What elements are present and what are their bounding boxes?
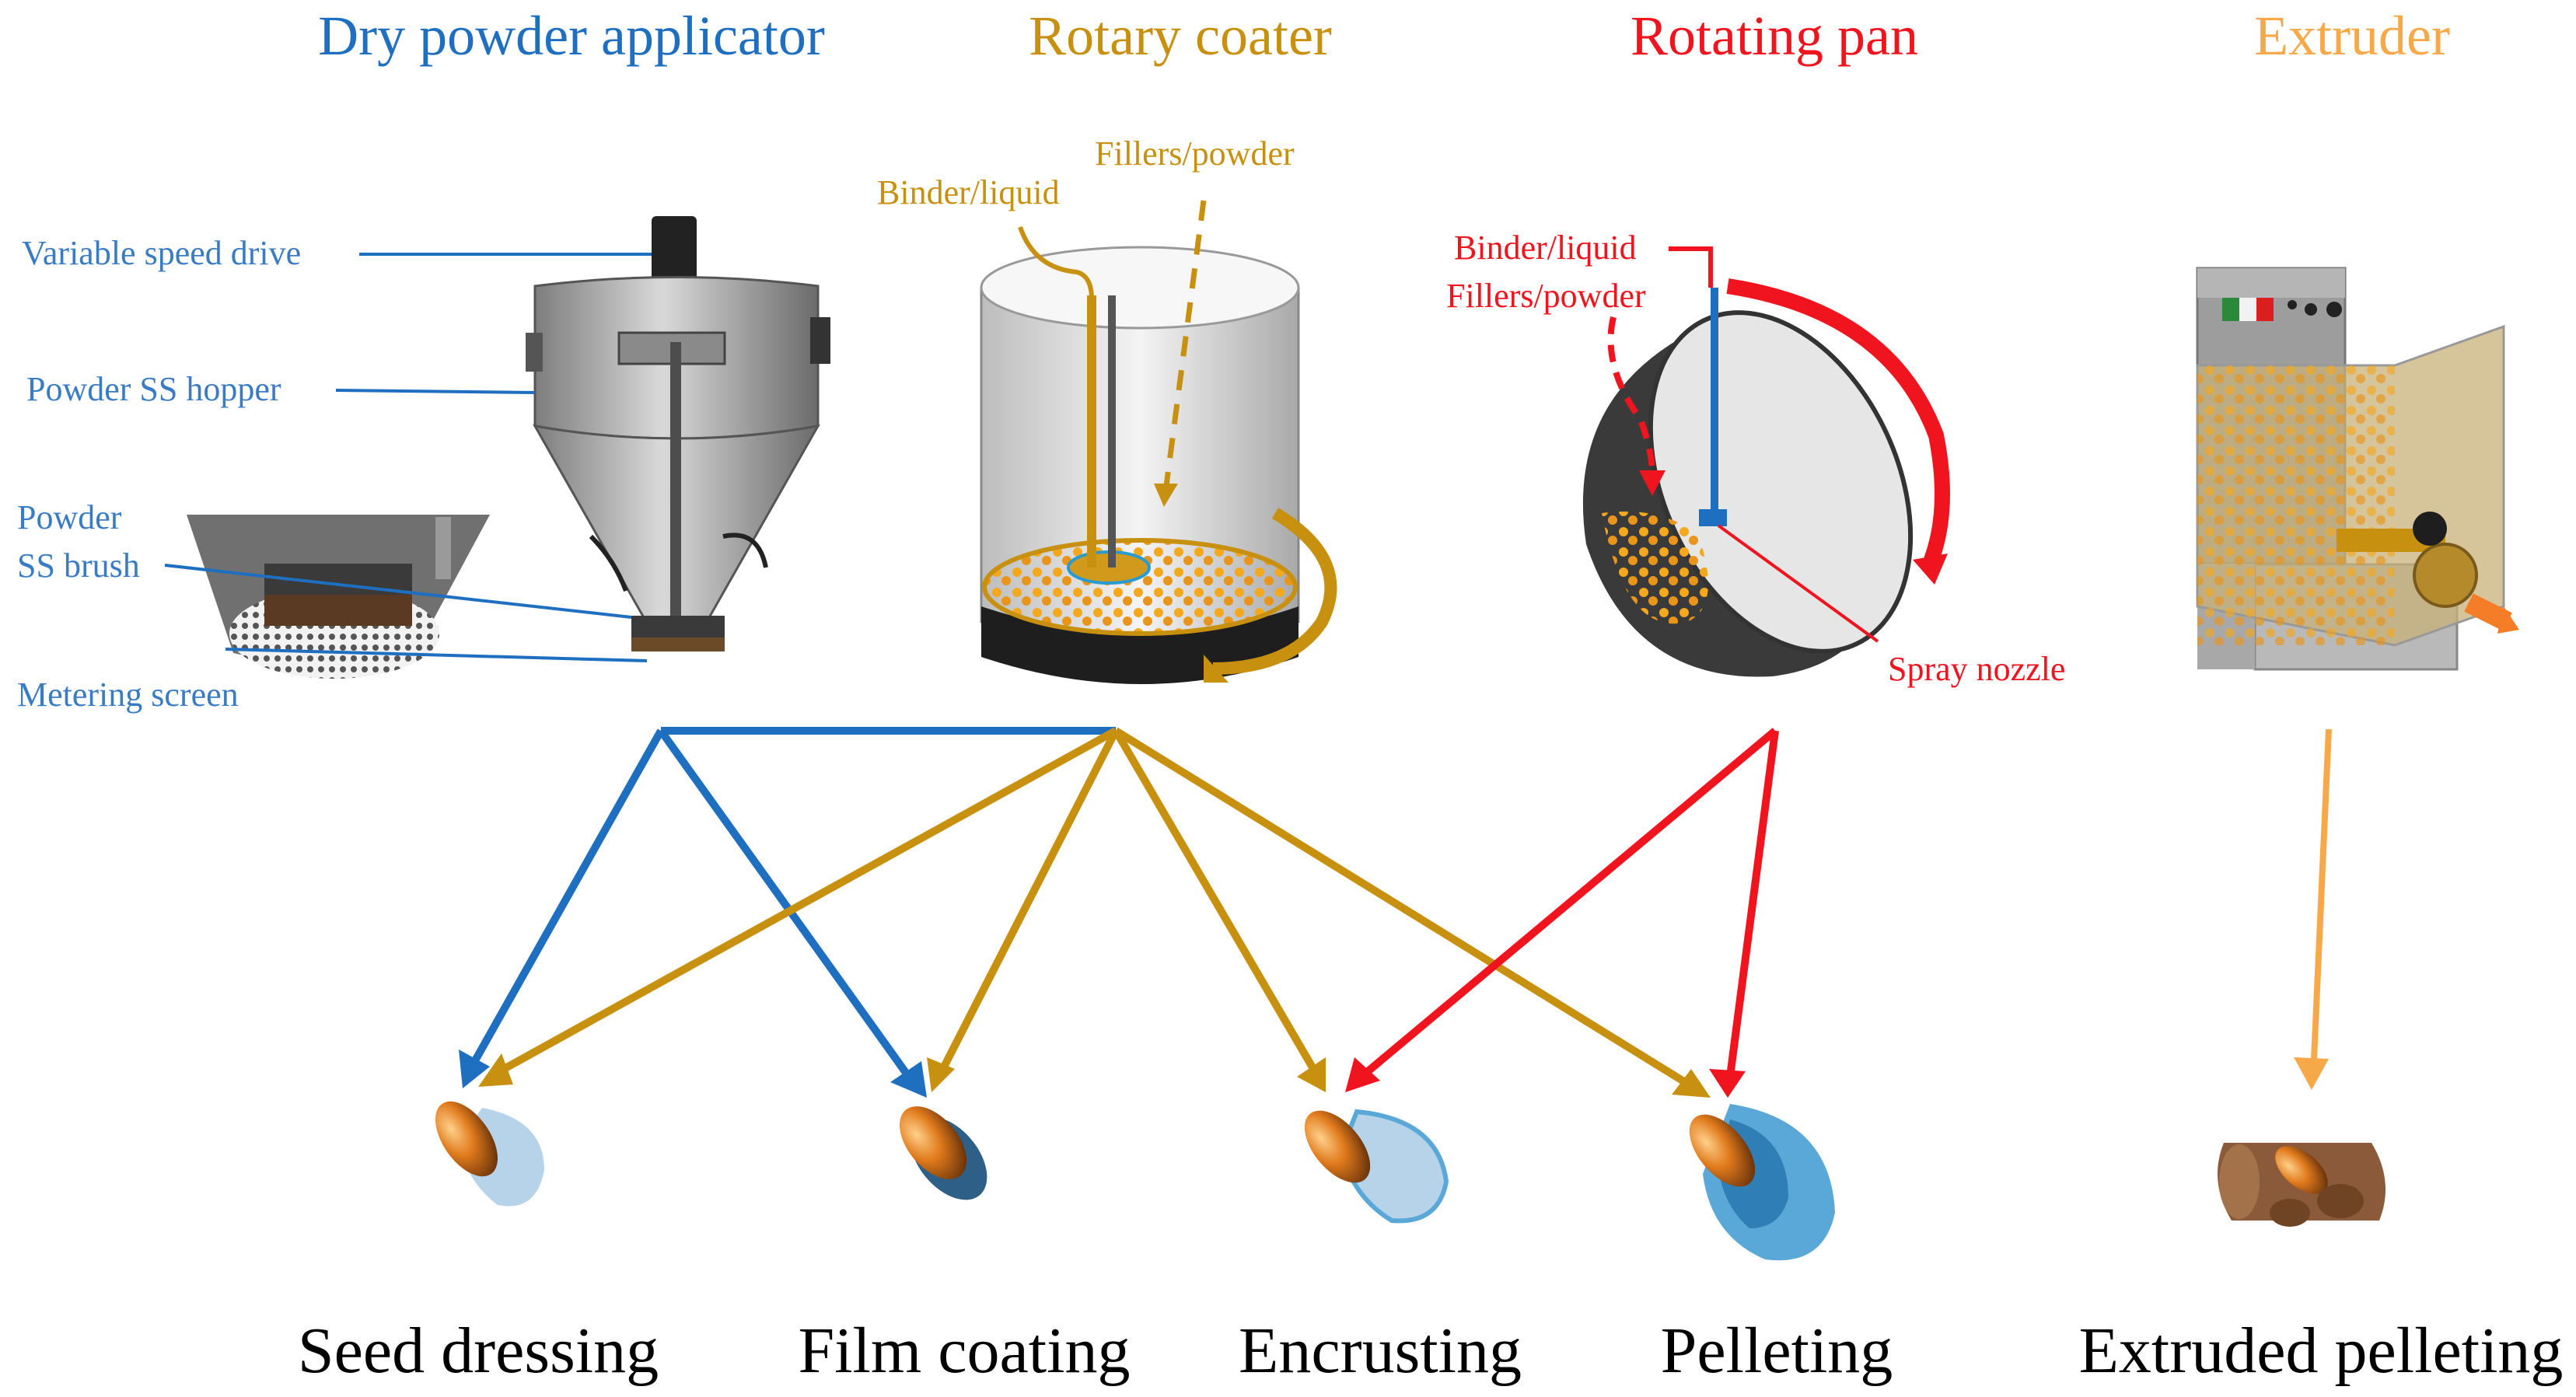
extruder-illustration — [2196, 267, 2519, 671]
label-powder: Powder — [17, 498, 122, 536]
extruder-arrow-line — [2310, 728, 2332, 1077]
pan-label-fillers-powder: Fillers/powder — [1446, 277, 1646, 315]
rotary-coater-title: Rotary coater — [1029, 5, 1332, 67]
arrowhead-rotary-pelleting — [1672, 1069, 1711, 1098]
product-label-pelleting: Pelleting — [1661, 1315, 1893, 1387]
rotary-label-fillers-powder: Fillers/powder — [1095, 134, 1295, 173]
dry-applicator-title: Dry powder applicator — [318, 5, 825, 67]
film-coating-graphic — [899, 1106, 987, 1200]
rotary-label-binder-liquid: Binder/liquid — [877, 173, 1060, 211]
label-metering-screen: Metering screen — [17, 676, 239, 714]
rotating-pan-title: Rotating pan — [1631, 5, 1918, 67]
rotating-pan-arrows — [1354, 728, 1779, 1084]
rotary-coater-arrows — [488, 727, 1697, 1092]
product-label-extruded-pelleting: Extruded pelleting — [2079, 1315, 2564, 1387]
label-ss-brush: SS brush — [17, 547, 140, 585]
arrowhead-rotary-film-coating — [927, 1057, 955, 1092]
extruded-pelleting-graphic — [2218, 1143, 2386, 1227]
arrowhead-dry-film-coating — [890, 1061, 927, 1098]
process-arrows — [459, 727, 2332, 1098]
product-label-seed-dressing: Seed dressing — [298, 1315, 659, 1387]
dry-powder-applicator-illustration — [187, 216, 830, 679]
label-powder-ss-hopper: Powder SS hopper — [26, 370, 281, 408]
pan-label-spray-nozzle: Spray nozzle — [1888, 650, 2065, 688]
label-variable-speed-drive: Variable speed drive — [22, 234, 301, 272]
pan-label-binder-liquid: Binder/liquid — [1454, 229, 1637, 267]
arrowhead-pan-encrusting — [1345, 1057, 1380, 1092]
arrowhead-rotary-encrusting — [1297, 1057, 1326, 1092]
seed-dressing-graphic — [435, 1101, 544, 1207]
encrusting-graphic — [1304, 1109, 1449, 1224]
arrowhead-extruder — [2294, 1057, 2329, 1090]
arrowhead-dry-seed-dressing — [459, 1049, 490, 1088]
dry-applicator-labels: Variable speed drive Powder SS hopper Po… — [17, 234, 652, 714]
arrowhead-pan-pelleting — [1709, 1069, 1746, 1098]
rotating-pan-illustration — [1582, 246, 1950, 677]
extruder-title: Extruder — [2254, 5, 2450, 67]
product-label-film-coating: Film coating — [799, 1315, 1131, 1387]
pelleting-graphic — [1689, 1104, 1835, 1261]
arrowhead-rotary-seed-dressing — [478, 1053, 513, 1087]
product-label-encrusting: Encrusting — [1239, 1315, 1522, 1387]
rotary-coater-illustration — [980, 200, 1337, 684]
